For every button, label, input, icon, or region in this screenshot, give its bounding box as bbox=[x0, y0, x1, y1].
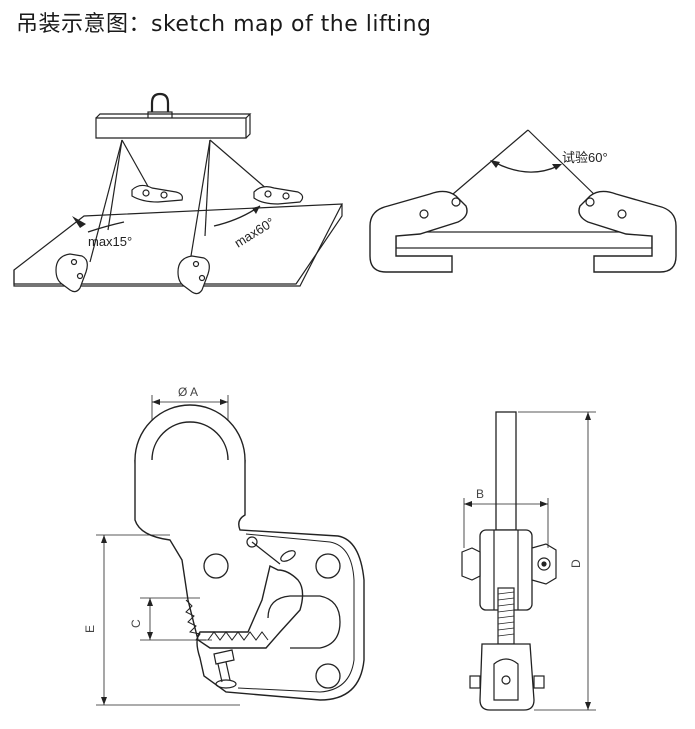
clamp-side-view: Ø A E C bbox=[83, 385, 365, 706]
angle-label-test60: 试验60° bbox=[562, 150, 608, 165]
clamp-front-view: B D bbox=[461, 411, 596, 711]
dimension-label-b: B bbox=[476, 487, 484, 501]
test-angle-figure: 试验60° bbox=[369, 129, 677, 273]
dimension-label-c: C bbox=[129, 619, 143, 628]
clamp-far-left bbox=[131, 184, 183, 203]
angle-label-max15: max15° bbox=[88, 234, 132, 249]
dimension-label-a: Ø A bbox=[178, 385, 198, 399]
dimension-label-d: D bbox=[569, 559, 583, 568]
clamp-near-left bbox=[55, 253, 88, 293]
clamp-far-right bbox=[253, 186, 304, 205]
page-title: 吊装示意图：sketch map of the lifting bbox=[16, 12, 432, 37]
lifting-beam-figure: max15° max60° bbox=[13, 92, 344, 295]
dimension-label-e: E bbox=[83, 625, 97, 633]
clamp-near-right bbox=[177, 255, 210, 295]
